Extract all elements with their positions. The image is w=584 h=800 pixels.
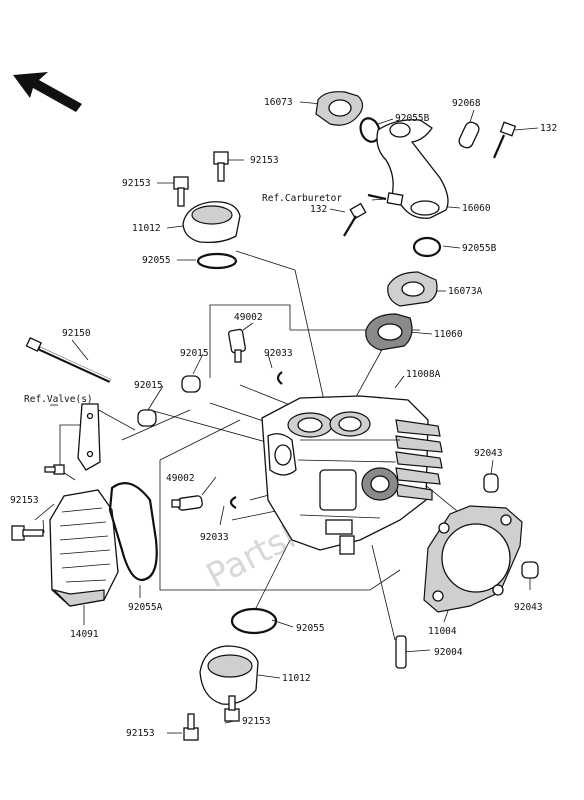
tappet-cover-11012-top bbox=[182, 201, 241, 244]
stud-92068 bbox=[458, 121, 480, 149]
label-132-left: 132 bbox=[310, 204, 327, 215]
bolt-92153-c bbox=[11, 525, 44, 541]
part-labels: 16073 92055B 92068 132 92153 92153 Ref.C… bbox=[10, 97, 557, 739]
label-ref-valves: Ref.Valve(s) bbox=[24, 394, 93, 405]
bolt-92153-b bbox=[173, 176, 189, 207]
label-92055a: 92055A bbox=[128, 602, 163, 613]
label-14091: 14091 bbox=[70, 629, 99, 640]
intake-pipe-16060 bbox=[376, 119, 449, 219]
stud-92004 bbox=[395, 635, 407, 669]
side-cover-14091 bbox=[49, 489, 119, 607]
stud-92150 bbox=[25, 336, 111, 383]
label-11060: 11060 bbox=[434, 329, 463, 340]
label-92015-a: 92015 bbox=[180, 348, 209, 359]
label-92033-top: 92033 bbox=[264, 348, 293, 359]
intake-flange-16073 bbox=[315, 91, 364, 126]
label-49002-top: 49002 bbox=[234, 312, 263, 323]
label-92043-bottom: 92043 bbox=[514, 602, 543, 613]
label-ref-carburetor: Ref.Carburetor bbox=[262, 193, 342, 204]
label-11008a: 11008A bbox=[406, 369, 441, 380]
front-direction-arrow-icon bbox=[13, 72, 82, 112]
label-11004: 11004 bbox=[428, 626, 457, 637]
o-ring-92055-bottom bbox=[230, 607, 278, 635]
cylinder-head-11008a bbox=[261, 395, 443, 555]
insulator-16073a bbox=[387, 271, 438, 307]
o-ring-92055b-top bbox=[359, 117, 381, 143]
label-92153-d: 92153 bbox=[242, 716, 271, 727]
label-92043-top: 92043 bbox=[474, 448, 503, 459]
label-92153-b: 92153 bbox=[122, 178, 151, 189]
label-16073: 16073 bbox=[264, 97, 293, 108]
clip-92033-top bbox=[276, 371, 283, 385]
label-16060: 16060 bbox=[462, 203, 491, 214]
dowel-92043-top bbox=[483, 473, 499, 493]
dowel-92015-b bbox=[137, 409, 157, 427]
label-49002-bottom: 49002 bbox=[166, 473, 195, 484]
bolt-92153-d bbox=[224, 695, 240, 722]
clip-92033-bottom bbox=[229, 496, 237, 509]
bolt-132-left-b bbox=[343, 202, 367, 237]
label-92004: 92004 bbox=[434, 647, 463, 658]
label-11012-bottom: 11012 bbox=[282, 673, 311, 684]
bolt-132-right bbox=[492, 121, 517, 159]
valve-bracket bbox=[77, 403, 101, 471]
o-ring-92055b-mid bbox=[412, 236, 442, 258]
dowel-92043-bottom bbox=[521, 561, 539, 579]
bolt-92153-a bbox=[213, 151, 229, 182]
label-92055-bottom: 92055 bbox=[296, 623, 325, 634]
label-92150: 92150 bbox=[62, 328, 91, 339]
label-92153-c: 92153 bbox=[10, 495, 39, 506]
dowel-92015-a bbox=[181, 375, 201, 393]
label-92055b-top: 92055B bbox=[395, 113, 430, 124]
label-92153-e: 92153 bbox=[126, 728, 155, 739]
label-92015-b: 92015 bbox=[134, 380, 163, 391]
label-11012-top: 11012 bbox=[132, 223, 161, 234]
label-92033-bottom: 92033 bbox=[200, 532, 229, 543]
tappet-cover-11012-bottom bbox=[199, 645, 259, 705]
bolt-92153-e bbox=[183, 713, 199, 741]
label-92055-top: 92055 bbox=[142, 255, 171, 266]
head-gasket-11004 bbox=[423, 505, 523, 613]
label-92068: 92068 bbox=[452, 98, 481, 109]
label-92153-a: 92153 bbox=[250, 155, 279, 166]
tensioner-49002-top bbox=[228, 328, 246, 363]
valve-bolt bbox=[44, 464, 65, 475]
gasket-92055a bbox=[108, 482, 158, 582]
label-132-right: 132 bbox=[540, 123, 557, 134]
o-ring-92055-top bbox=[196, 252, 238, 270]
label-16073a: 16073A bbox=[448, 286, 483, 297]
bolt-132-left bbox=[367, 192, 404, 206]
label-92055b-mid: 92055B bbox=[462, 243, 497, 254]
gasket-11060 bbox=[365, 313, 413, 351]
tensioner-49002-bottom bbox=[171, 495, 203, 511]
